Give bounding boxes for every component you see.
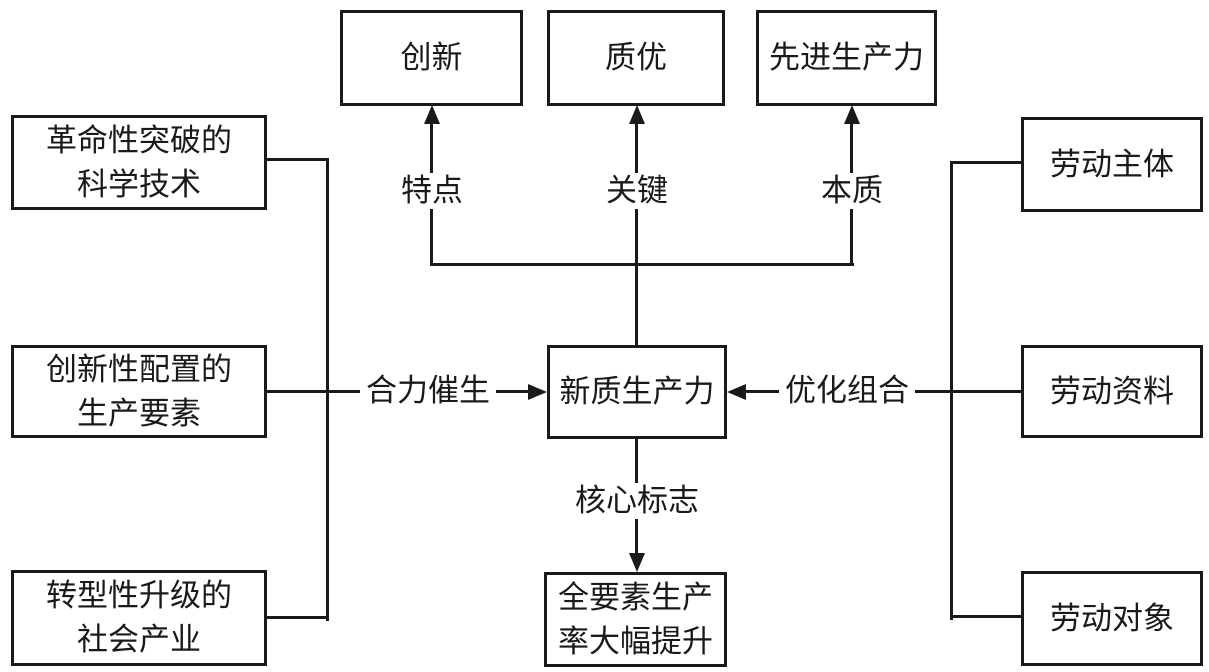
node-total-factor-productivity-line1: 全要素生产 <box>558 579 713 615</box>
node-transformational-social-industry-line2: 社会产业 <box>77 622 201 657</box>
node-revolutionary-science-tech-line2: 科学技术 <box>77 166 201 202</box>
arrowhead-into-center-right-icon <box>727 384 746 400</box>
connector-industry-to-spine <box>267 616 328 619</box>
connector-science-tech-to-spine <box>267 158 328 161</box>
edge-label-key: 关键 <box>600 173 674 209</box>
arrowhead-to-quality-icon <box>629 105 645 124</box>
node-transformational-social-industry: 转型性升级的 社会产业 <box>11 570 267 666</box>
node-innovative-production-factors-line2: 生产要素 <box>77 395 201 431</box>
node-labor-objects-label: 劳动对象 <box>1050 600 1174 636</box>
arrowhead-to-tfp-icon <box>629 553 645 572</box>
node-new-quality-productive-forces-label: 新质生产力 <box>559 374 715 409</box>
arrowhead-to-innovation-icon <box>424 105 440 124</box>
node-quality-excellence-label: 质优 <box>605 40 667 75</box>
node-innovation: 创新 <box>340 10 523 106</box>
node-transformational-social-industry-line1: 转型性升级的 <box>46 578 232 613</box>
node-advanced-productivity-label: 先进生产力 <box>769 40 924 75</box>
node-labor-materials: 劳动资料 <box>1021 345 1203 438</box>
connector-left-spine <box>326 158 329 621</box>
arrowhead-into-center-left-icon <box>528 384 547 400</box>
node-revolutionary-science-tech: 革命性突破的 科学技术 <box>11 115 267 210</box>
connector-spine-to-labor-objects <box>950 615 1021 618</box>
node-innovative-production-factors-line1: 创新性配置的 <box>46 351 232 387</box>
edge-label-characteristic: 特点 <box>395 173 469 209</box>
node-revolutionary-science-tech-line1: 革命性突破的 <box>46 122 232 158</box>
node-innovative-production-factors: 创新性配置的 生产要素 <box>11 345 267 438</box>
node-new-quality-productive-forces: 新质生产力 <box>547 345 727 439</box>
edge-label-jointly-catalyze: 合力催生 <box>360 373 496 409</box>
node-quality-excellence: 质优 <box>547 10 725 106</box>
node-advanced-productivity: 先进生产力 <box>756 10 937 106</box>
node-innovation-label: 创新 <box>400 40 463 75</box>
connector-top-bus <box>430 263 854 266</box>
node-total-factor-productivity: 全要素生产 率大幅提升 <box>544 572 727 667</box>
edge-label-essence: 本质 <box>815 173 889 209</box>
connector-spine-to-labor-subject <box>950 161 1021 164</box>
node-labor-objects: 劳动对象 <box>1021 571 1203 666</box>
connector-center-to-quality <box>635 123 638 347</box>
node-labor-subject-label: 劳动主体 <box>1050 146 1174 182</box>
node-labor-materials-label: 劳动资料 <box>1050 373 1174 409</box>
node-total-factor-productivity-line2: 率大幅提升 <box>558 623 713 659</box>
edge-label-core-indicator: 核心标志 <box>569 483 705 519</box>
arrowhead-to-advanced-productivity-icon <box>844 105 860 124</box>
node-labor-subject: 劳动主体 <box>1021 117 1203 212</box>
edge-label-optimized-combination: 优化组合 <box>779 373 915 409</box>
